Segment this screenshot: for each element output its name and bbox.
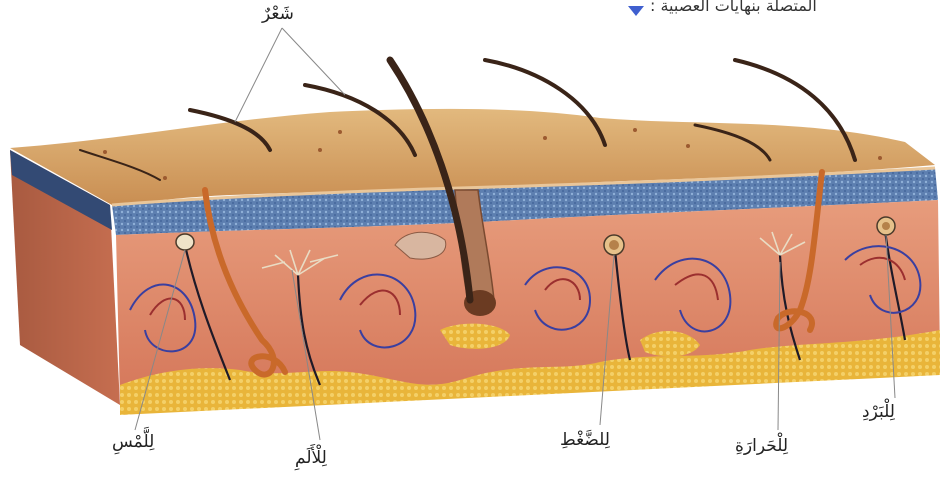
cold-receptor: [877, 217, 895, 235]
label-touch: لِلَّمْسِ: [112, 432, 154, 452]
bullet-icon: [628, 6, 644, 16]
label-pain: لِلْأَلَمِ: [295, 448, 327, 468]
label-hair: شَعْرٌ: [262, 4, 294, 24]
touch-receptor: [176, 234, 194, 250]
label-pressure: لِلضَّغْطِ: [560, 430, 610, 450]
label-heat: لِلْحَرارَةِ: [735, 436, 788, 456]
header-caption: المتصلة بنهايات العصبية :: [650, 0, 817, 15]
label-cold: لِلْبَرْدِ: [862, 402, 895, 422]
pressure-receptor: [604, 235, 624, 255]
